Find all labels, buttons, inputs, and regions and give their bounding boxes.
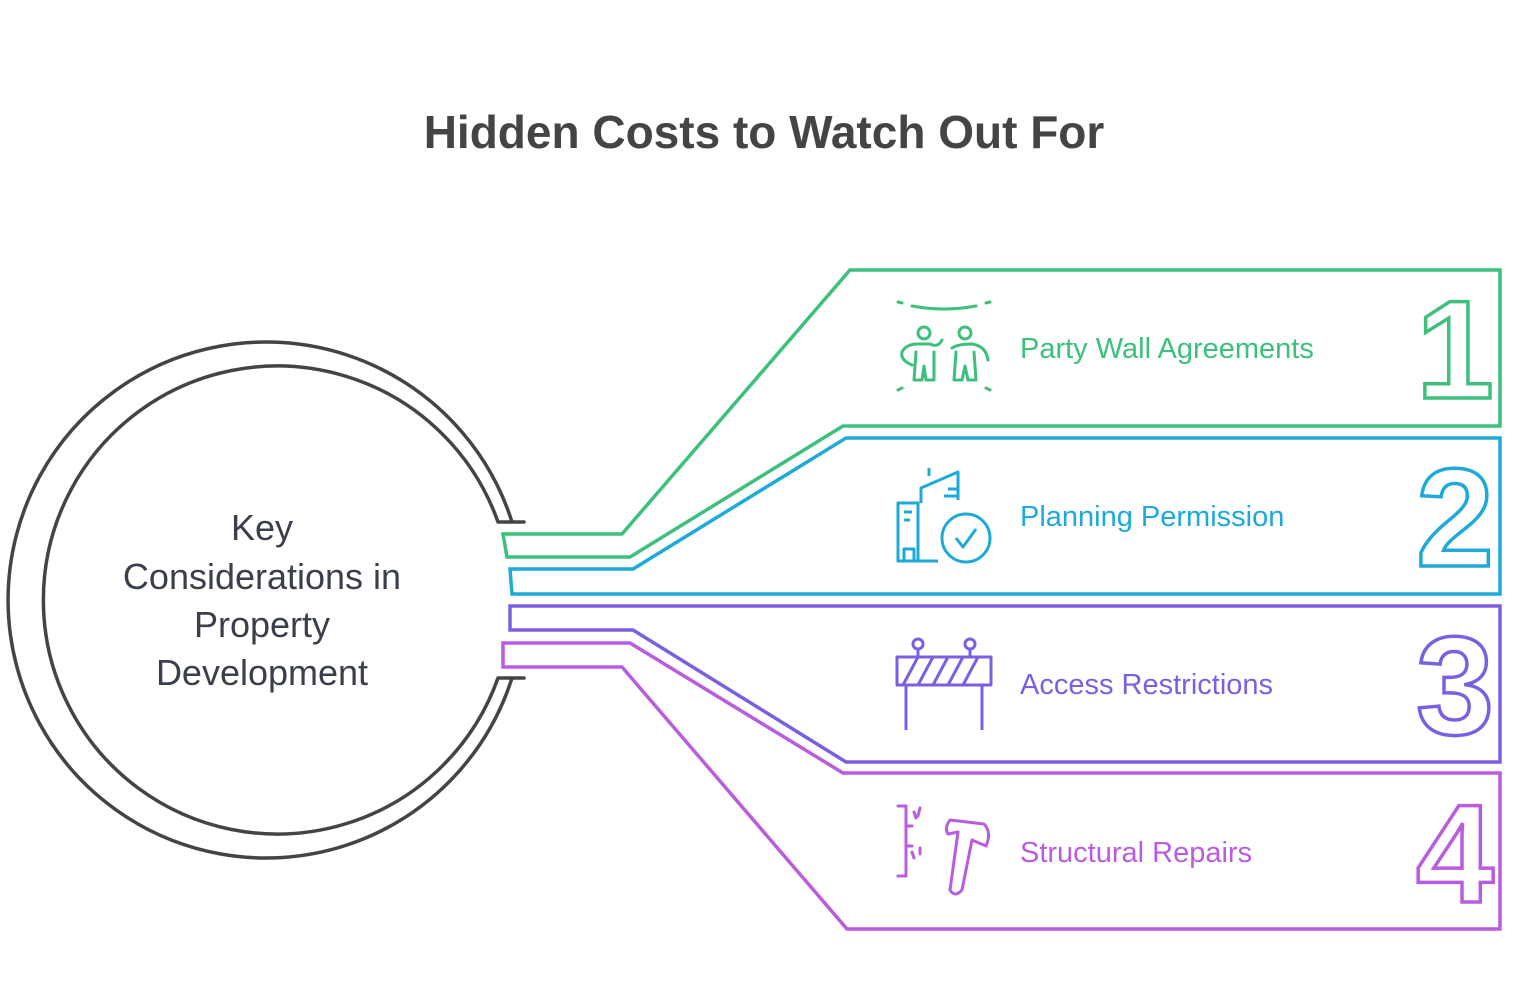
band-4 xyxy=(501,641,1502,931)
people-icon xyxy=(896,300,992,392)
number-4: 4 xyxy=(1416,775,1494,932)
item-label-party-wall: Party Wall Agreements xyxy=(1020,333,1314,365)
center-line: Property xyxy=(194,604,330,645)
building-check-icon xyxy=(896,468,992,564)
center-line: Key xyxy=(231,507,293,548)
center-ring xyxy=(6,340,526,860)
item-label-planning: Planning Permission xyxy=(1020,501,1284,533)
band-3 xyxy=(508,604,1502,764)
number-1: 1 xyxy=(1416,271,1494,428)
diagram-title: Hidden Costs to Watch Out For xyxy=(424,106,1105,158)
number-2: 2 xyxy=(1416,439,1494,596)
center-line: Considerations in xyxy=(123,556,401,597)
band-1 xyxy=(500,268,1502,559)
barrier-icon xyxy=(895,637,993,730)
item-label-access: Access Restrictions xyxy=(1020,669,1273,701)
band-2 xyxy=(508,436,1502,596)
hammer-icon xyxy=(896,804,991,896)
number-3: 3 xyxy=(1416,607,1494,764)
center-text: Key Considerations in Property Developme… xyxy=(123,507,401,693)
item-label-structural: Structural Repairs xyxy=(1020,837,1252,869)
center-line: Development xyxy=(156,652,368,693)
